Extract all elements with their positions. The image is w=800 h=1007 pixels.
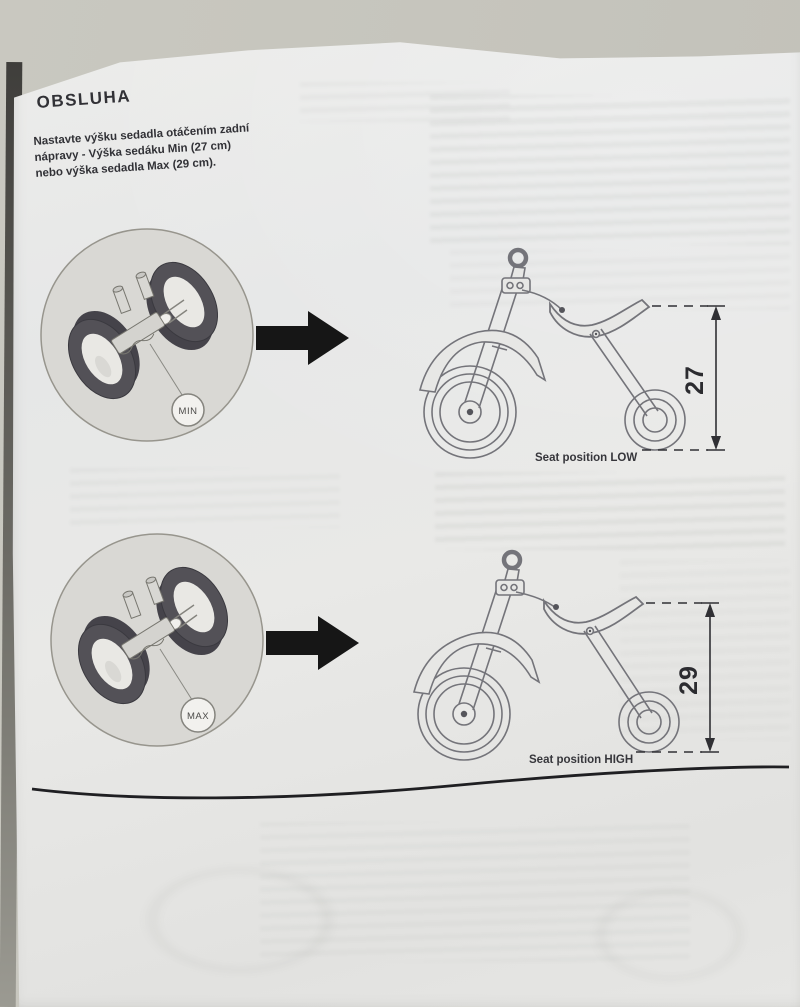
dimension-value-high: 29 <box>675 665 703 695</box>
section-divider-line <box>31 765 790 800</box>
axle-wheels-illustration <box>67 261 219 400</box>
bike-line-art <box>418 247 686 459</box>
intro-text: Nastavte výšku sedadla otáčením zadní ná… <box>33 117 305 182</box>
bike-illustration-seat-high: 29 Seat position HIGH <box>412 549 719 766</box>
bike-illustration-seat-low: 27 Seat position LOW <box>418 247 725 464</box>
max-label: MAX <box>187 711 209 722</box>
page-title: OBSLUHA <box>36 86 132 112</box>
seat-caption-high: Seat position HIGH <box>529 754 633 766</box>
dimension-low <box>642 305 725 451</box>
seat-high <box>543 595 645 635</box>
page-bleed-through <box>90 835 390 1005</box>
page-bleed-through <box>430 95 790 245</box>
seat-caption-low: Seat position LOW <box>535 452 637 464</box>
dimension-high <box>636 602 719 753</box>
rear-axle-figure-max: MAX <box>50 533 264 747</box>
seat-low <box>549 298 651 338</box>
page-bleed-through <box>550 860 790 1007</box>
rear-axle-figure-min: MIN <box>40 228 254 442</box>
min-label: MIN <box>179 406 198 417</box>
page-bleed-through <box>70 468 340 528</box>
dimension-value-low: 27 <box>681 365 709 395</box>
arrow-right-icon <box>256 311 349 365</box>
page-bleed-through <box>300 82 510 122</box>
axle-wheels-illustration <box>77 566 229 705</box>
max-label-badge: MAX <box>180 697 216 733</box>
arrow-right-icon <box>266 616 359 670</box>
label-leader-line <box>159 648 195 704</box>
page-bleed-through <box>260 822 690 962</box>
min-label-badge: MIN <box>171 393 205 427</box>
label-leader-line <box>149 343 185 399</box>
bike-line-art <box>412 549 680 761</box>
